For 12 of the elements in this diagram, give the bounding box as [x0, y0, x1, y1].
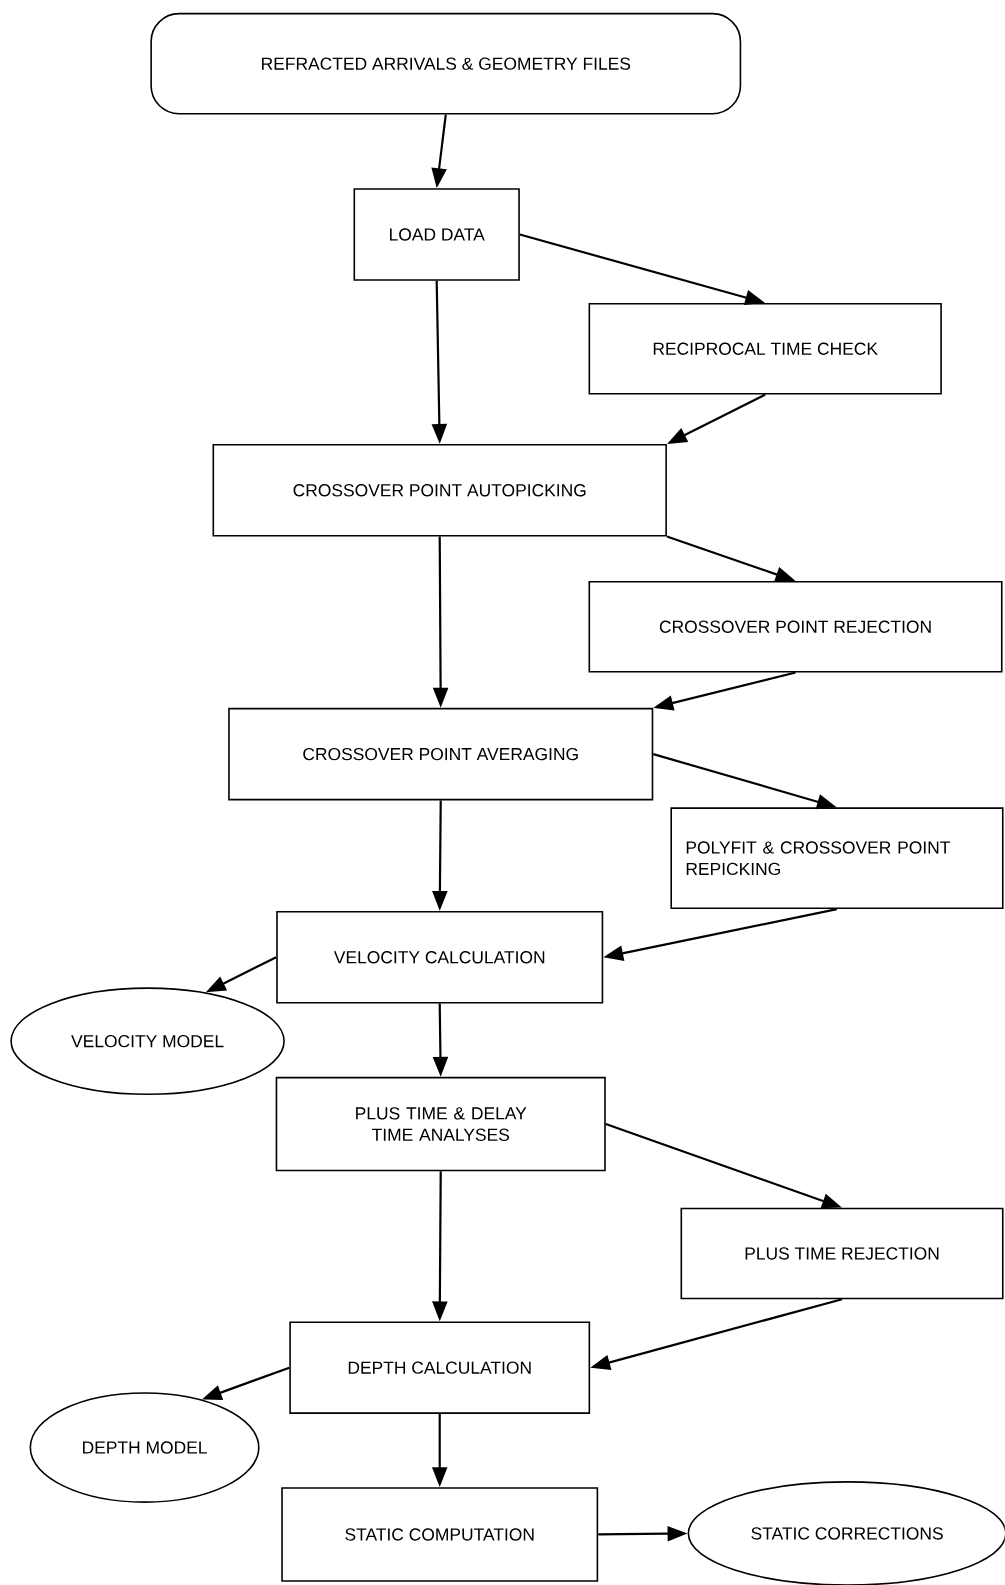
process-box: RECIPROCAL TIME CHECK: [588, 302, 942, 395]
process-box: VELOCITY CALCULATION: [276, 911, 604, 1004]
process-box: PLUS TIME REJECTION: [680, 1207, 1004, 1300]
terminal-box: REFRACTED ARRIVALS & GEOMETRY FILES: [150, 12, 742, 115]
process-box: LOAD DATA: [353, 188, 520, 281]
process-box: CROSSOVER POINT REJECTION: [588, 580, 1003, 673]
process-box: DEPTH CALCULATION: [289, 1321, 591, 1414]
process-box: CROSSOVER POINT AUTOPICKING: [212, 443, 668, 537]
process-box: STATIC COMPUTATION: [281, 1487, 599, 1582]
process-box: POLYFIT & CROSSOVER POINT REPICKING: [670, 807, 1004, 910]
process-box: PLUS TIME & DELAY TIME ANALYSES: [275, 1076, 606, 1172]
process-box: CROSSOVER POINT AVERAGING: [228, 707, 654, 801]
